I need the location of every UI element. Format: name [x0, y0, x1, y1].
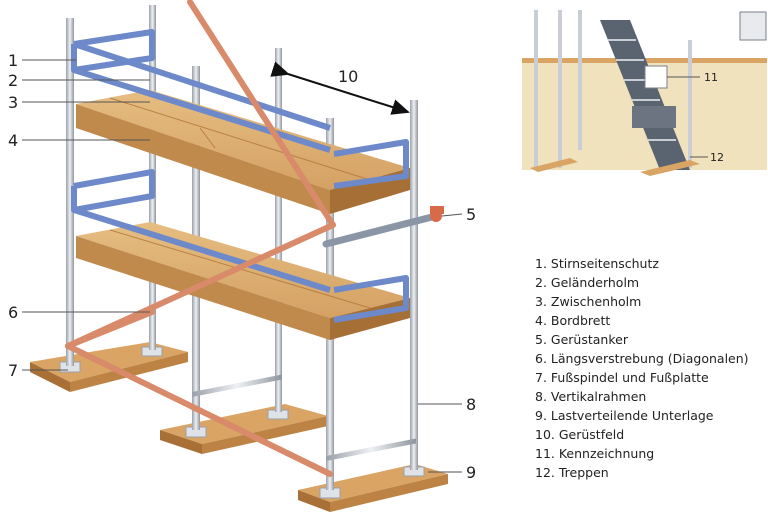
legend-item-3: 3. Zwischenholm [535, 294, 641, 309]
callout-1: 1 [8, 51, 18, 70]
base-boards [30, 342, 448, 512]
legend-item-5: 5. Gerüstanker [535, 332, 629, 347]
callout-3: 3 [8, 93, 18, 112]
field-dimension-arrow [270, 61, 410, 115]
legend-item-4: 4. Bordbrett [535, 313, 610, 328]
legend: 1. Stirnseitenschutz 2. Geländerholm 3. … [535, 256, 749, 480]
legend-item-6: 6. Längsverstrebung (Diagonalen) [535, 351, 749, 366]
inset-stairs-illustration [522, 5, 767, 176]
callout-leaders [22, 59, 463, 473]
legend-item-10: 10. Gerüstfeld [535, 427, 624, 442]
callout-2: 2 [8, 71, 18, 90]
legend-item-2: 2. Geländerholm [535, 275, 639, 290]
diagonal-braces [65, 0, 336, 477]
callout-7: 7 [8, 361, 18, 380]
wall-anchor [322, 206, 444, 248]
legend-item-8: 8. Vertikalrahmen [535, 389, 646, 404]
callout-10: 10 [338, 67, 358, 86]
callout-6: 6 [8, 303, 18, 322]
legend-item-1: 1. Stirnseitenschutz [535, 256, 659, 271]
callout-8: 8 [466, 395, 476, 414]
callout-12: 12 [710, 151, 724, 164]
callout-5: 5 [466, 205, 476, 224]
callout-4: 4 [8, 131, 18, 150]
legend-item-12: 12. Treppen [535, 465, 609, 480]
main-scaffold [30, 0, 448, 512]
legend-item-7: 7. Fußspindel und Fußplatte [535, 370, 709, 385]
legend-item-11: 11. Kennzeichnung [535, 446, 654, 461]
callout-11: 11 [704, 71, 718, 84]
callout-9: 9 [466, 463, 476, 482]
legend-item-9: 9. Lastverteilende Unterlage [535, 408, 714, 423]
